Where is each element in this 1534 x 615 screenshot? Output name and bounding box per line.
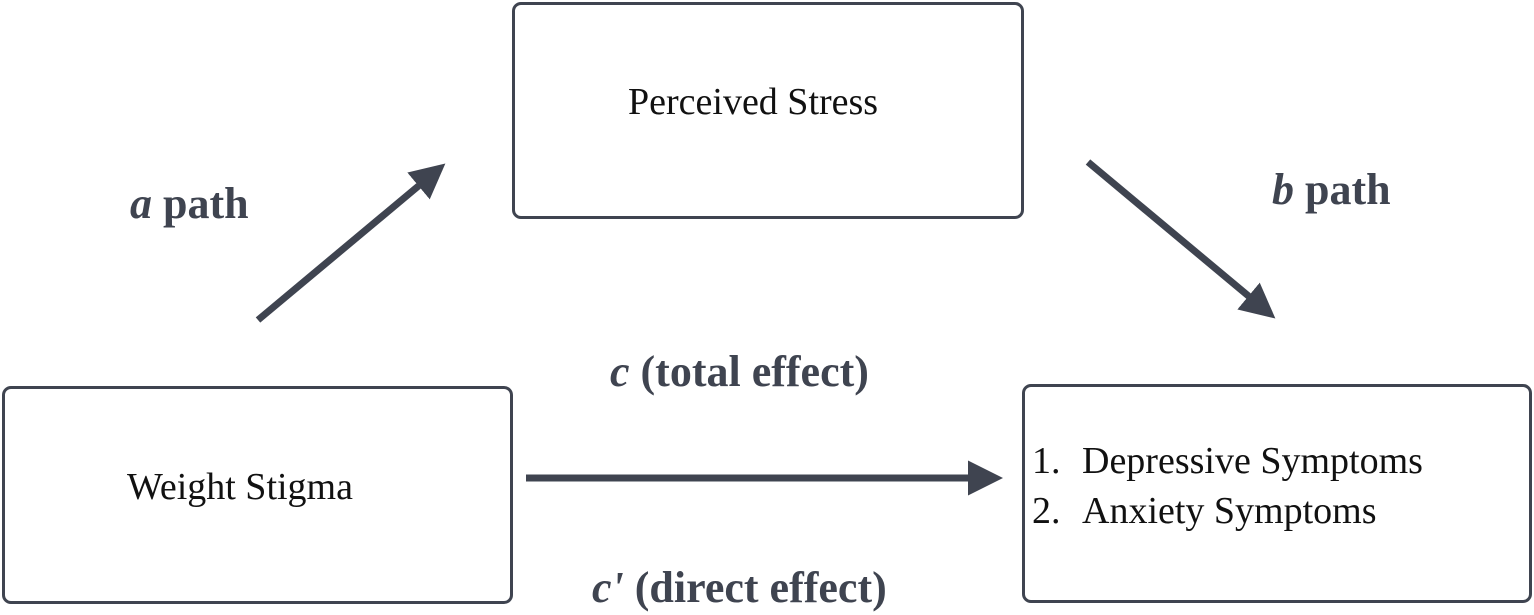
c-total-effect-label: c (total effect) xyxy=(610,347,869,396)
outcome-item-depressive: 1.Depressive Symptoms xyxy=(1032,440,1423,482)
outcome-box xyxy=(1022,384,1532,603)
mediator-box xyxy=(512,2,1024,219)
mediator-label: Perceived Stress xyxy=(628,81,879,123)
outcome-list: 1.Depressive Symptoms 2.Anxiety Symptoms xyxy=(1032,436,1423,536)
predictor-box xyxy=(2,386,513,604)
c-prime-direct-effect-label: c' (direct effect) xyxy=(592,563,887,612)
a-path-arrow xyxy=(255,163,446,323)
b-path-label: b path xyxy=(1272,165,1391,214)
outcome-item-anxiety: 2.Anxiety Symptoms xyxy=(1032,490,1377,532)
predictor-label: Weight Stigma xyxy=(127,466,353,508)
a-path-label: a path xyxy=(130,179,249,228)
b-path-arrow xyxy=(1085,159,1276,319)
